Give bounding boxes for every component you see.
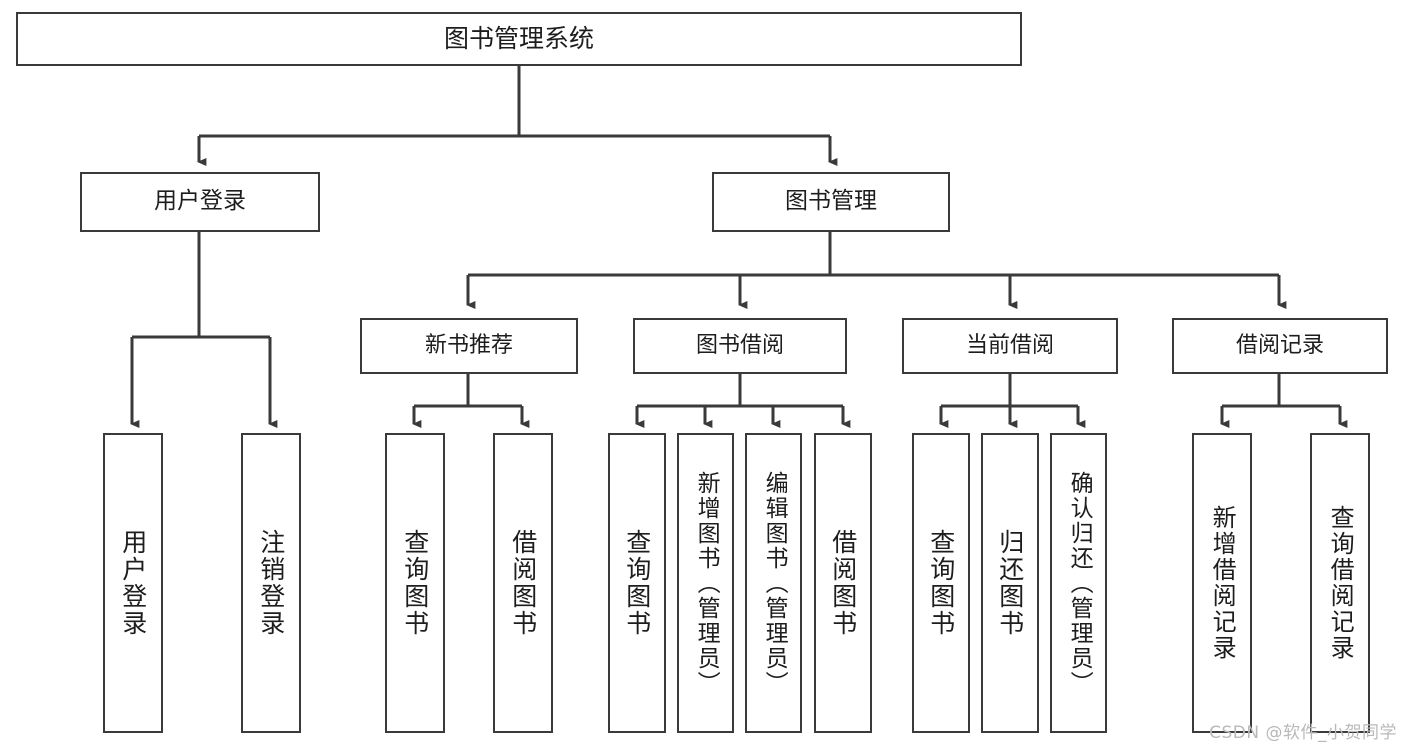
leaf-label: 新增借阅记录 xyxy=(1208,505,1237,661)
leaf-new-book-borrow[interactable]: 借阅图书 xyxy=(493,433,553,733)
leaf-new-book-query[interactable]: 查询图书 xyxy=(385,433,445,733)
node-current-borrow[interactable]: 当前借阅 xyxy=(902,318,1118,374)
leaf-label: 借阅图书 xyxy=(508,529,538,637)
leaf-label: 查询借阅记录 xyxy=(1326,505,1355,661)
leaf-label: 借阅图书 xyxy=(828,529,858,637)
leaf-label: 查询图书 xyxy=(400,529,430,637)
leaf-label: 确认归还（管理员） xyxy=(1066,470,1093,696)
node-new-book-recommend-label: 新书推荐 xyxy=(424,333,513,359)
leaf-current-borrow-return[interactable]: 归还图书 xyxy=(981,433,1039,733)
leaf-current-borrow-confirm[interactable]: 确认归还（管理员） xyxy=(1050,433,1107,733)
node-new-book-recommend[interactable]: 新书推荐 xyxy=(360,318,578,374)
leaf-book-borrow-add[interactable]: 新增图书（管理员） xyxy=(677,433,734,733)
leaf-book-borrow-borrow[interactable]: 借阅图书 xyxy=(814,433,872,733)
watermark: CSDN @软件_小贺同学 xyxy=(1209,723,1397,743)
leaf-label: 归还图书 xyxy=(995,529,1025,637)
node-borrow-record-label: 借阅记录 xyxy=(1235,333,1324,359)
leaf-label: 查询图书 xyxy=(926,529,956,637)
node-root[interactable]: 图书管理系统 xyxy=(16,12,1022,66)
leaf-label: 编辑图书（管理员） xyxy=(761,470,788,696)
node-book-management[interactable]: 图书管理 xyxy=(712,172,950,232)
leaf-label: 新增图书（管理员） xyxy=(693,470,720,696)
node-user-login[interactable]: 用户登录 xyxy=(80,172,320,232)
node-borrow-record[interactable]: 借阅记录 xyxy=(1172,318,1388,374)
node-book-borrow-label: 图书借阅 xyxy=(695,333,784,359)
leaf-user-login-login[interactable]: 用户登录 xyxy=(103,433,163,733)
node-book-borrow[interactable]: 图书借阅 xyxy=(633,318,847,374)
node-root-label: 图书管理系统 xyxy=(443,24,594,54)
leaf-current-borrow-query[interactable]: 查询图书 xyxy=(912,433,970,733)
leaf-label: 用户登录 xyxy=(118,529,148,637)
leaf-book-borrow-edit[interactable]: 编辑图书（管理员） xyxy=(745,433,802,733)
leaf-borrow-record-add[interactable]: 新增借阅记录 xyxy=(1192,433,1252,733)
node-current-borrow-label: 当前借阅 xyxy=(965,333,1054,359)
leaf-book-borrow-query[interactable]: 查询图书 xyxy=(608,433,666,733)
node-book-management-label: 图书管理 xyxy=(785,188,877,215)
leaf-label: 查询图书 xyxy=(622,529,652,637)
leaf-label: 注销登录 xyxy=(256,529,286,637)
leaf-borrow-record-query[interactable]: 查询借阅记录 xyxy=(1310,433,1370,733)
leaf-user-login-logout[interactable]: 注销登录 xyxy=(241,433,301,733)
node-user-login-label: 用户登录 xyxy=(154,188,246,215)
